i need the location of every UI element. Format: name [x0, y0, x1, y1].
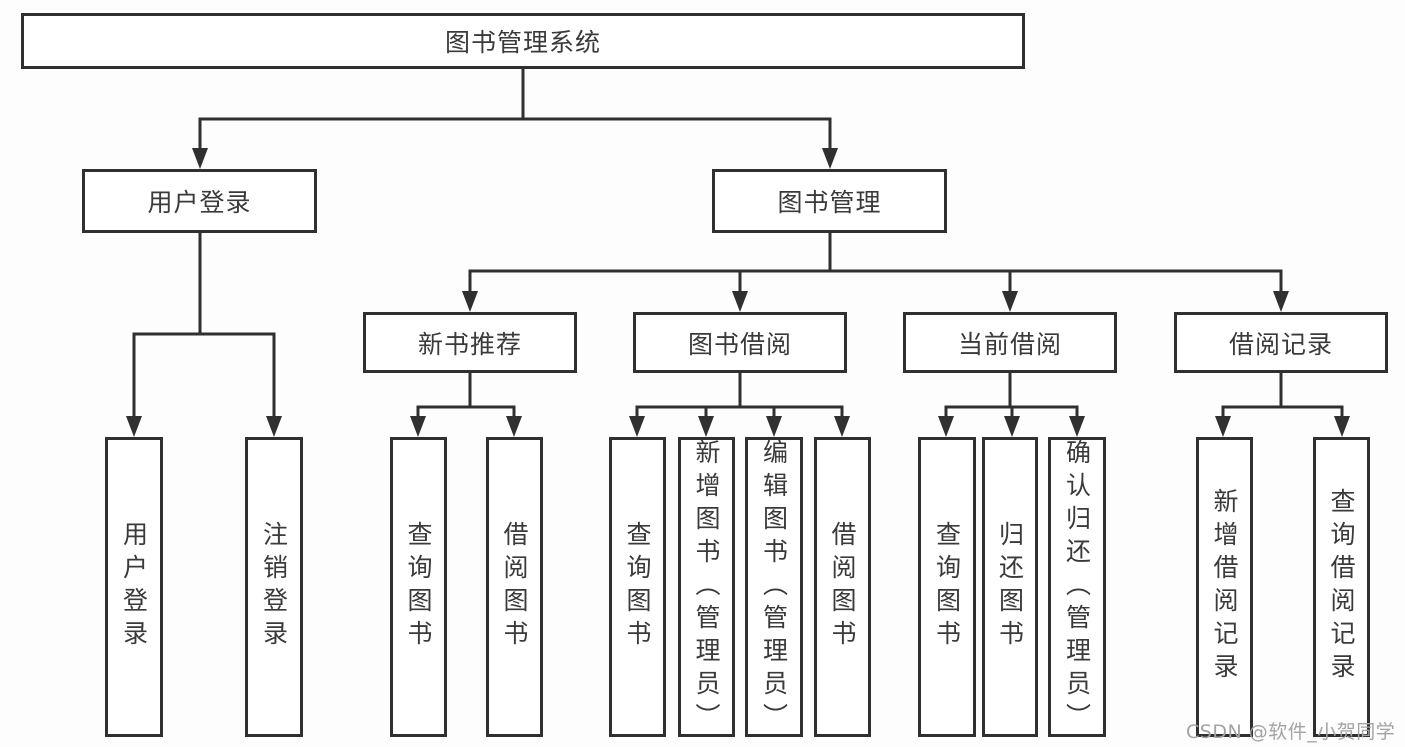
- leaf-borrow-books-1: 借阅图书: [486, 437, 543, 737]
- leaf-query-books-3: 查询图书: [918, 437, 976, 737]
- leaf-borrow-books-2: 借阅图书: [814, 437, 871, 737]
- leaf-query-books-1-label: 查询图书: [404, 521, 433, 653]
- node-new-book-recommend-label: 新书推荐: [417, 329, 522, 359]
- leaf-query-books-2: 查询图书: [609, 437, 666, 737]
- leaf-add-book-admin-label: 新增图书（管理员）: [692, 438, 721, 736]
- node-user-login-label: 用户登录: [147, 188, 252, 217]
- leaf-query-books-1: 查询图书: [390, 437, 447, 737]
- node-book-management-label: 图书管理: [777, 188, 882, 217]
- leaf-query-books-3-label: 查询图书: [932, 521, 962, 653]
- node-library-system: 图书管理系统: [21, 13, 1025, 69]
- node-user-login: 用户登录: [82, 169, 317, 233]
- node-new-book-recommend: 新书推荐: [363, 312, 577, 373]
- leaf-confirm-return-admin: 确认归还（管理员）: [1048, 437, 1106, 737]
- leaf-borrow-books-2-label: 借阅图书: [828, 521, 857, 653]
- node-current-borrow-label: 当前借阅: [957, 329, 1062, 359]
- node-library-system-label: 图书管理系统: [444, 28, 601, 57]
- leaf-return-book-label: 归还图书: [995, 521, 1025, 653]
- leaf-edit-book-admin-label: 编辑图书（管理员）: [759, 438, 789, 736]
- leaf-edit-book-admin: 编辑图书（管理员）: [745, 437, 803, 737]
- leaf-add-borrow-record-label: 新增借阅记录: [1210, 488, 1239, 686]
- leaf-return-book: 归还图书: [982, 437, 1038, 737]
- leaf-add-borrow-record: 新增借阅记录: [1196, 437, 1253, 737]
- leaf-confirm-return-admin-label: 确认归还（管理员）: [1062, 438, 1092, 736]
- leaf-borrow-books-1-label: 借阅图书: [500, 521, 529, 653]
- node-borrow-record-label: 借阅记录: [1228, 329, 1333, 359]
- node-book-borrow-label: 图书借阅: [687, 329, 792, 359]
- leaf-logout: 注销登录: [245, 437, 303, 737]
- csdn-watermark: CSDN @软件_小贺同学: [1186, 721, 1396, 743]
- leaf-user-login-label: 用户登录: [119, 521, 149, 653]
- leaf-query-books-2-label: 查询图书: [623, 521, 652, 653]
- node-book-borrow: 图书借阅: [633, 312, 847, 373]
- node-current-borrow: 当前借阅: [903, 312, 1117, 373]
- leaf-query-borrow-record-label: 查询借阅记录: [1327, 488, 1356, 686]
- node-borrow-record: 借阅记录: [1174, 312, 1388, 373]
- arrowheads: [126, 148, 1350, 437]
- leaf-user-login: 用户登录: [105, 437, 163, 737]
- leaf-logout-label: 注销登录: [259, 521, 289, 653]
- leaf-query-borrow-record: 查询借阅记录: [1313, 437, 1370, 737]
- leaf-add-book-admin: 新增图书（管理员）: [678, 437, 735, 737]
- node-book-management: 图书管理: [712, 169, 947, 233]
